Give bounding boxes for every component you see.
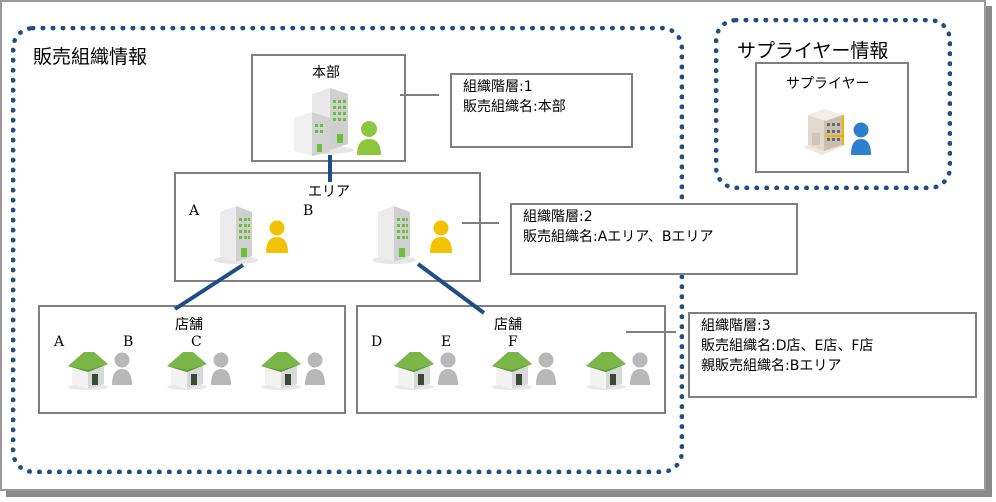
store-house-icon [492,352,532,390]
supplier-group-title: サプライヤー情報 [737,40,889,62]
info-line: 親販売組織名:Bエリア [701,358,842,374]
area-a-to-stores-left-line [173,263,245,311]
area-b-person-icon [430,220,452,253]
store-person-icon [630,352,650,385]
store-house-icon [68,352,108,390]
info-line: 組織階層:2 [523,209,593,225]
area-b-building-icon [372,206,416,264]
supplier-title: サプライヤー [786,76,870,92]
supplier-person-icon [851,122,871,155]
headquarters-info-connector [400,94,439,96]
store-house-icon [394,352,434,390]
store-label-f: F [508,334,518,350]
area-label-b: B [303,203,314,219]
store-person-icon [211,352,231,385]
stores-left-title: 店舗 [175,317,203,333]
supplier-factory-icon [804,109,846,155]
info-line: 販売組織名:Aエリア、Bエリア [523,229,714,245]
store-person-icon [305,352,325,385]
info-line: 組織階層:3 [701,318,771,334]
headquarters-building-icon [294,88,354,156]
store-person-icon [438,352,458,385]
store-label-b: B [123,334,134,350]
area-a-person-icon [266,220,288,253]
store-person-icon [112,352,132,385]
info-line: 販売組織名:D店、E店、F店 [701,338,874,354]
store-label-d: D [371,334,383,350]
supplier-group [714,18,952,190]
info-line: 販売組織名:本部 [463,99,566,115]
store-label-c: C [191,334,202,350]
store-house-icon [261,352,301,390]
sales-org-group-title: 販売組織情報 [33,46,148,68]
stores-info-box: 組織階層:3 販売組織名:D店、E店、F店 親販売組織名:Bエリア [688,312,977,398]
store-person-icon [536,352,556,385]
stores-right-title: 店舗 [494,317,522,333]
area-box[interactable] [174,172,481,282]
info-line: 組織階層:1 [463,79,533,95]
headquarters-person-icon [357,121,381,155]
area-label-a: A [189,203,200,219]
headquarters-title: 本部 [312,65,340,81]
store-house-icon [586,352,626,390]
area-info-connector [462,222,499,224]
store-label-a: A [54,334,65,350]
store-label-e: E [441,334,452,350]
area-a-building-icon [214,206,258,264]
area-b-to-stores-right-line [416,262,486,315]
stores-info-connector [626,331,676,333]
headquarters-info-box: 組織階層:1 販売組織名:本部 [450,73,633,148]
area-info-box: 組織階層:2 販売組織名:Aエリア、Bエリア [510,203,798,275]
store-house-icon [167,352,207,390]
area-title: エリア [308,184,350,200]
